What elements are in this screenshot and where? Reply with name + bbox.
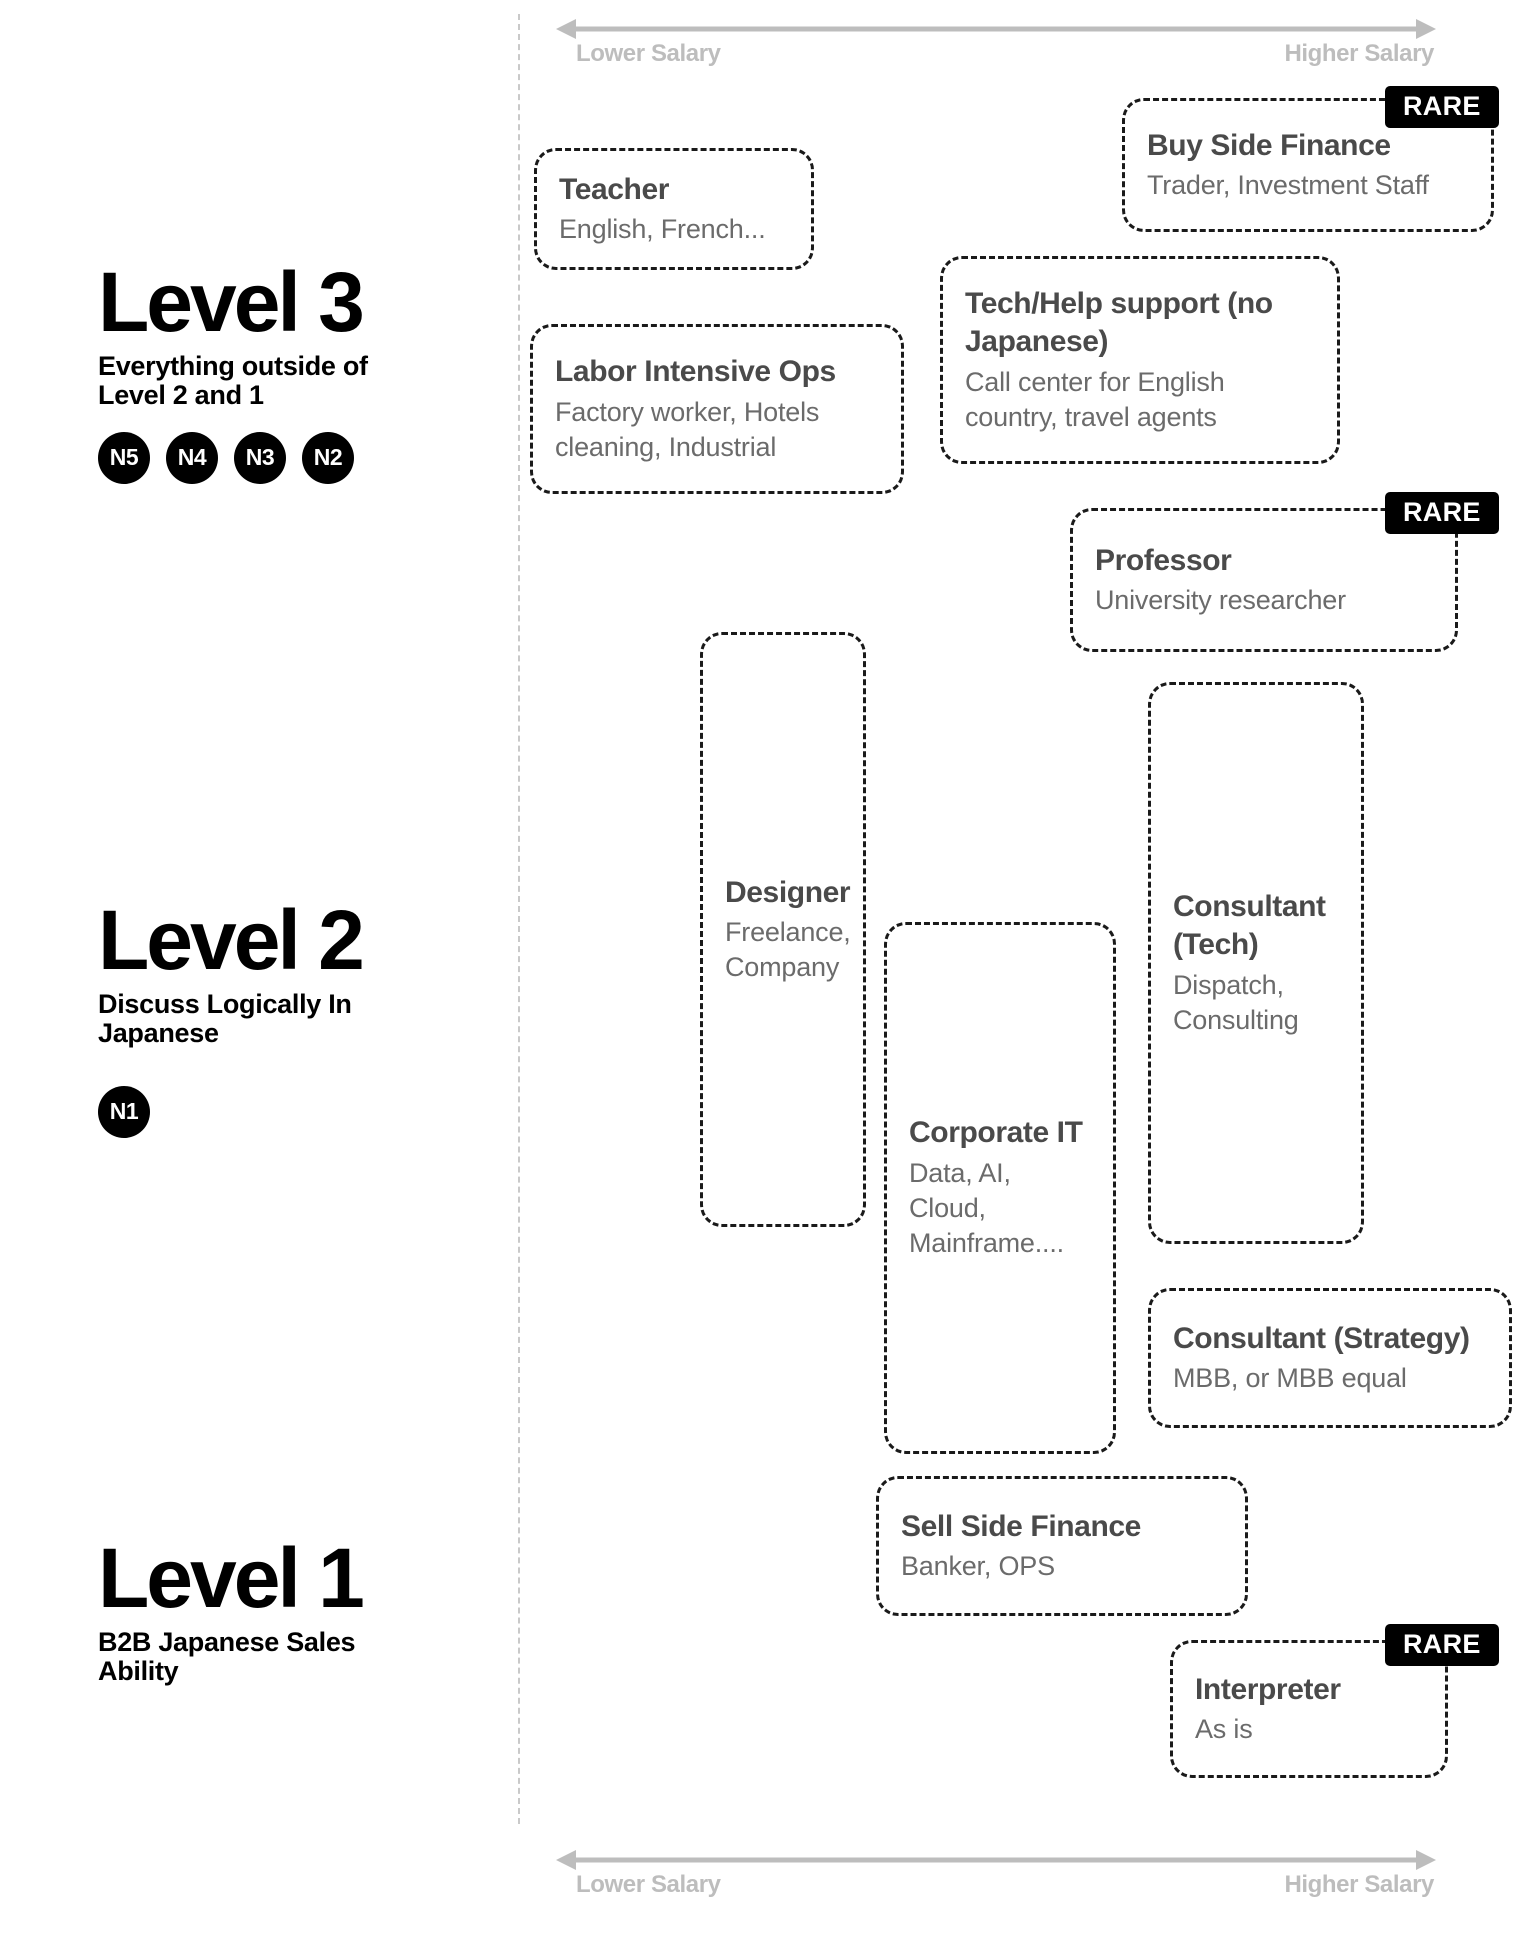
level-3-badge-row: N5 N4 N3 N2 xyxy=(98,431,428,484)
axis-label-lower-salary-top: Lower Salary xyxy=(576,40,721,67)
jlpt-badge-n4: N4 xyxy=(166,431,218,484)
jlpt-badge-n5: N5 xyxy=(98,431,150,484)
job-title: Consultant (Tech) xyxy=(1173,890,1326,961)
level-group-2: Level 2 Discuss Logically In Japanese N1 xyxy=(98,893,428,1138)
rare-badge-interpreter: RARE xyxy=(1385,1624,1499,1667)
salary-axis-top: Lower Salary Higher Salary xyxy=(556,14,1436,72)
rare-badge-buy-side-finance: RARE xyxy=(1385,86,1499,129)
level-1-title: Level 1 xyxy=(98,1531,365,1625)
level-group-3: Level 3 Everything outside of Level 2 an… xyxy=(98,255,428,484)
job-card-consultant-strategy[interactable]: Consultant (Strategy) MBB, or MBB equal xyxy=(1148,1288,1512,1428)
job-card-labor-intensive-ops[interactable]: Labor Intensive Ops Factory worker, Hote… xyxy=(530,324,904,494)
axis-label-higher-salary-bottom: Higher Salary xyxy=(1284,1871,1434,1898)
salary-arrow-top-icon xyxy=(556,19,1436,39)
job-card-consultant-tech[interactable]: Consultant (Tech) Dispatch, Consulting xyxy=(1148,682,1364,1244)
job-title: Interpreter xyxy=(1195,1672,1341,1706)
job-title: Corporate IT xyxy=(909,1116,1083,1150)
level-2-subtitle: Discuss Logically In Japanese xyxy=(98,988,352,1048)
job-title: Consultant (Strategy) xyxy=(1173,1321,1470,1355)
level-2-title: Level 2 xyxy=(98,893,365,987)
vertical-divider xyxy=(518,14,520,1824)
job-title: Professor xyxy=(1095,543,1232,577)
job-title: Labor Intensive Ops xyxy=(555,355,836,388)
job-card-buy-side-finance[interactable]: Buy Side Finance Trader, Investment Staf… xyxy=(1122,98,1494,232)
job-title: Tech/Help support (no Japanese) xyxy=(965,287,1273,358)
job-card-sell-side-finance[interactable]: Sell Side Finance Banker, OPS xyxy=(876,1476,1248,1616)
job-desc: Dispatch, Consulting xyxy=(1173,969,1299,1035)
job-card-teacher[interactable]: Teacher English, French... xyxy=(534,148,814,270)
job-desc: University researcher xyxy=(1095,585,1346,616)
job-card-corporate-it[interactable]: Corporate IT Data, AI, Cloud, Mainframe.… xyxy=(884,922,1116,1454)
level-2-badge-row: N1 xyxy=(98,1085,428,1138)
jlpt-badge-n1: N1 xyxy=(98,1085,150,1138)
rare-badge-professor: RARE xyxy=(1385,492,1499,535)
axis-label-lower-salary-bottom: Lower Salary xyxy=(576,1871,721,1898)
job-desc: MBB, or MBB equal xyxy=(1173,1363,1407,1394)
job-title: Designer xyxy=(725,875,851,909)
level-group-1: Level 1 B2B Japanese Sales Ability xyxy=(98,1531,428,1686)
job-card-designer[interactable]: Designer Freelance, Company xyxy=(700,632,866,1227)
job-title: Teacher xyxy=(559,172,670,206)
job-desc: Freelance, Company xyxy=(725,917,851,983)
jlpt-badge-n3: N3 xyxy=(234,431,286,484)
level-3-title: Level 3 xyxy=(98,255,365,349)
job-title: Buy Side Finance xyxy=(1147,128,1391,162)
job-desc: English, French... xyxy=(559,214,766,245)
job-desc: Banker, OPS xyxy=(901,1551,1055,1582)
level-1-subtitle: B2B Japanese Sales Ability xyxy=(98,1626,356,1686)
jlpt-badge-n2: N2 xyxy=(302,431,354,484)
job-desc: As is xyxy=(1195,1714,1253,1745)
job-card-tech-help-support[interactable]: Tech/Help support (no Japanese) Call cen… xyxy=(940,256,1340,464)
level-3-subtitle: Everything outside of Level 2 and 1 xyxy=(98,350,368,410)
job-desc: Trader, Investment Staff xyxy=(1147,170,1429,201)
salary-axis-bottom: Lower Salary Higher Salary xyxy=(556,1845,1436,1903)
job-card-professor[interactable]: Professor University researcher xyxy=(1070,508,1458,652)
job-desc: Data, AI, Cloud, Mainframe.... xyxy=(909,1158,1064,1259)
salary-arrow-bottom-icon xyxy=(556,1850,1436,1870)
job-title: Sell Side Finance xyxy=(901,1509,1141,1543)
job-desc: Factory worker, Hotels cleaning, Industr… xyxy=(555,396,820,462)
axis-label-higher-salary-top: Higher Salary xyxy=(1284,40,1434,67)
job-desc: Call center for English country, travel … xyxy=(965,366,1225,432)
